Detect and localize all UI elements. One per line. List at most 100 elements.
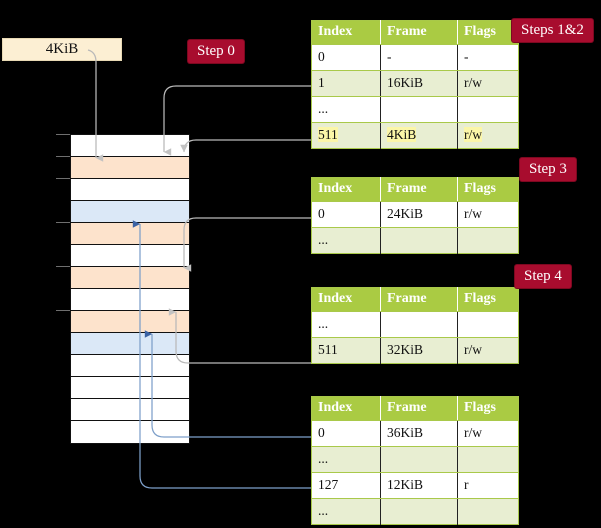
memory-frame-tick [56,310,70,311]
table-cell: 32KiB [380,337,458,364]
table-row[interactable]: 0-- [311,44,519,71]
column-header-index: Index [311,287,381,312]
table-cell: 0 [311,201,381,228]
table-cell [380,446,458,473]
table-cell: ... [311,227,381,254]
column-header-frame: Frame [380,20,458,45]
physical-memory-frames [70,134,190,444]
column-header-flags: Flags [457,20,519,45]
table-cell: 511 [311,337,381,364]
table-cell: 1 [311,70,381,97]
memory-frame-row [71,399,189,421]
highlighted-value: 511 [318,127,338,142]
step-label-step-3: Step 3 [520,158,576,181]
memory-frame-tick [56,222,70,223]
column-header-flags: Flags [457,287,519,312]
memory-frame-row [71,201,189,223]
memory-frame-row [71,311,189,333]
memory-frame-row [71,289,189,311]
memory-frame-tick [56,266,70,267]
column-header-index: Index [311,396,381,421]
memory-frame-row [71,157,189,179]
table-cell: 0 [311,420,381,447]
column-header-frame: Frame [380,396,458,421]
table-row[interactable]: ... [311,227,519,254]
column-header-index: Index [311,177,381,202]
memory-frame-row [71,355,189,377]
table-row[interactable]: ... [311,96,519,123]
table-cell: - [457,44,519,71]
table-cell: 0 [311,44,381,71]
table-row[interactable]: ... [311,446,519,473]
table-cell [380,311,458,338]
memory-frame-row [71,421,189,443]
table-cell: ... [311,311,381,338]
table-cell [380,498,458,525]
memory-frame-tick [56,134,70,135]
table-cell [457,227,519,254]
step-label-step-4: Step 4 [515,265,571,288]
memory-frame-row [71,377,189,399]
table-row[interactable]: ... [311,498,519,525]
source-frame-label: 4KiB [2,38,122,61]
table-cell: 36KiB [380,420,458,447]
wire-l0-row511 [183,139,311,156]
wire-l2-row511 [168,308,311,364]
memory-frame-row [71,333,189,355]
step-label-step-0: Step 0 [188,40,244,63]
column-header-flags: Flags [457,396,519,421]
wire-l1-row0 [183,217,311,272]
highlighted-value: r/w [464,127,482,142]
step-label-steps-1and2: Steps 1&2 [512,19,593,42]
table-cell: 4KiB [380,122,458,149]
table-cell: ... [311,96,381,123]
column-header-index: Index [311,20,381,45]
memory-frame-row [71,135,189,157]
table-cell: ... [311,498,381,525]
table-cell: 12KiB [380,472,458,499]
memory-frame-row [71,245,189,267]
table-cell [457,96,519,123]
table-cell: r [457,472,519,499]
table-row[interactable]: ... [311,311,519,338]
memory-frame-row [71,223,189,245]
table-cell: 16KiB [380,70,458,97]
column-header-flags: Flags [457,177,519,202]
table-cell: ... [311,446,381,473]
table-cell [457,446,519,473]
table-cell [380,96,458,123]
table-cell: - [380,44,458,71]
table-cell: r/w [457,70,519,97]
table-cell: r/w [457,420,519,447]
memory-frame-row [71,267,189,289]
table-cell [457,311,519,338]
column-header-frame: Frame [380,287,458,312]
table-row[interactable]: 511 4KiB r/w [311,122,519,149]
highlighted-value: 4KiB [387,127,417,142]
memory-frame-row [71,179,189,201]
table-cell: r/w [457,337,519,364]
memory-frame-tick [56,156,70,157]
memory-frame-tick [56,178,70,179]
table-cell [457,498,519,525]
column-header-frame: Frame [380,177,458,202]
table-cell: r/w [457,201,519,228]
table-cell: 511 [311,122,381,149]
table-cell [380,227,458,254]
table-cell: 127 [311,472,381,499]
table-cell: r/w [457,122,519,149]
